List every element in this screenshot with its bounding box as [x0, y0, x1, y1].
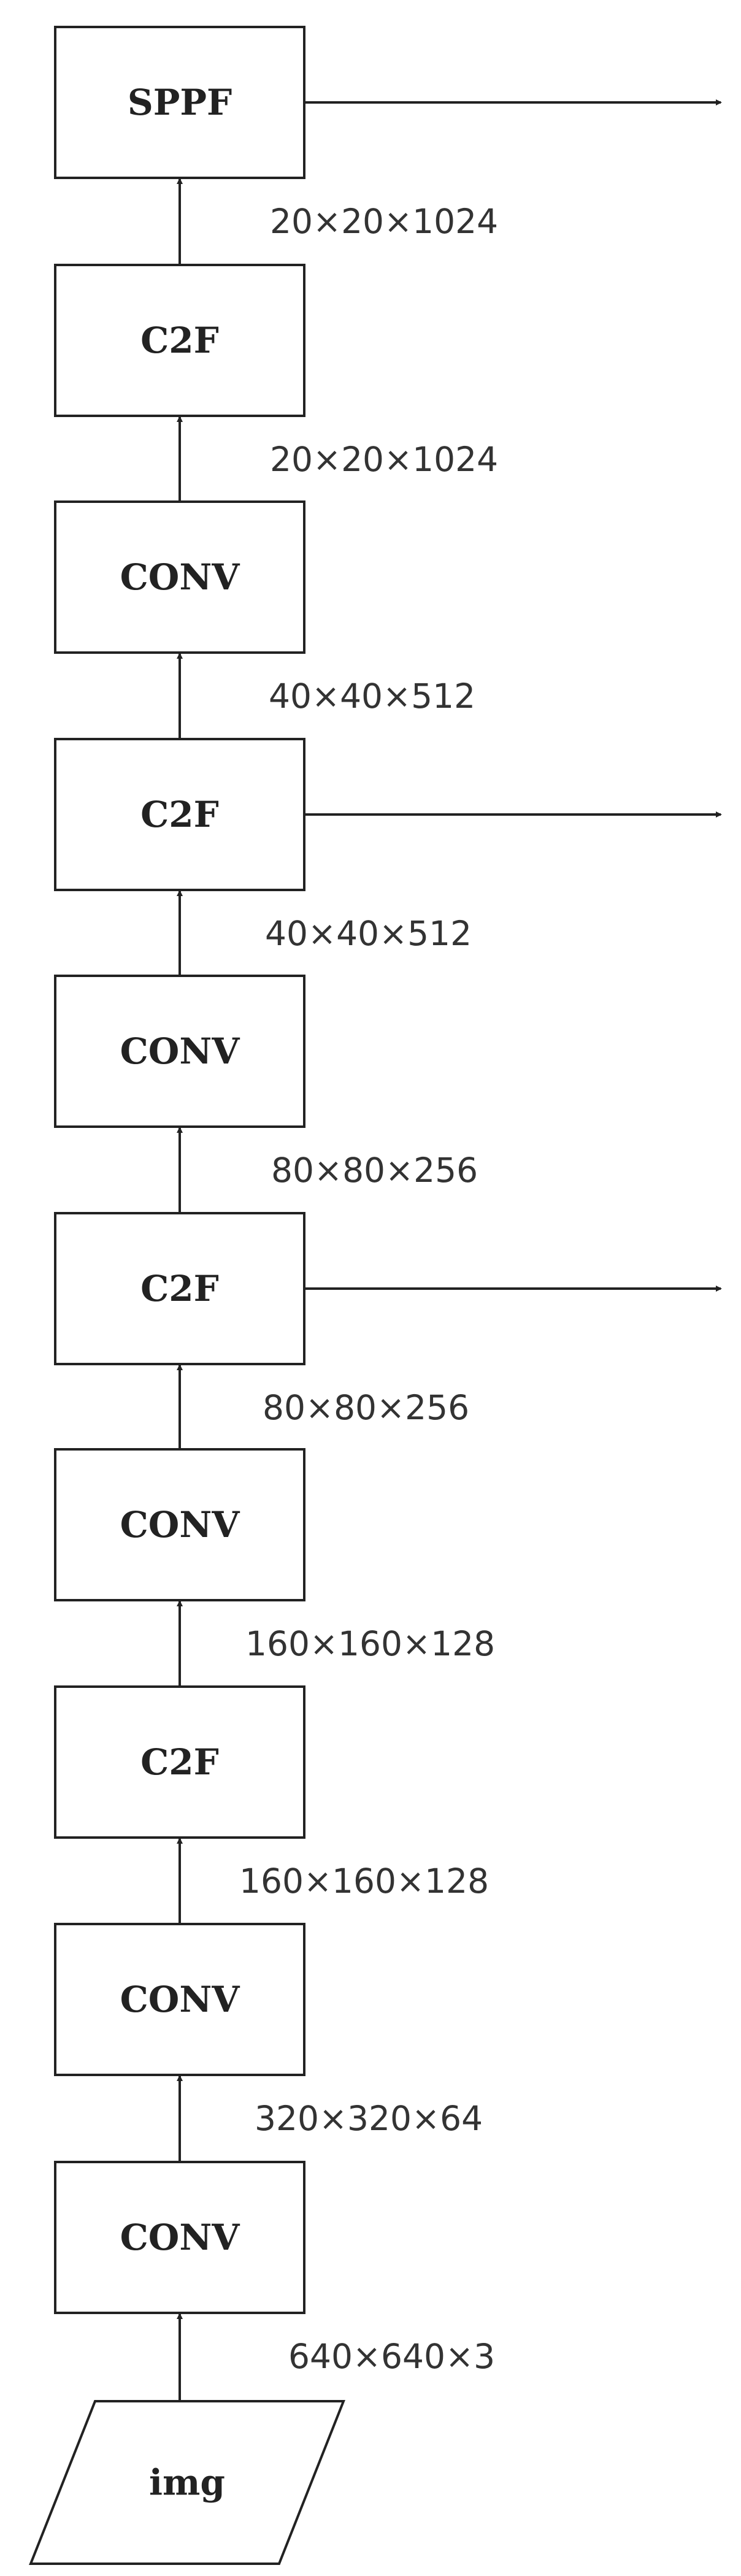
tensor-size-label: 160×160×128 — [245, 1624, 495, 1663]
block-c2f2: C2F — [54, 1212, 305, 1365]
block-label: CONV — [120, 1504, 240, 1546]
block-c2f4: C2F — [54, 264, 305, 417]
tensor-size-label: 320×320×64 — [255, 2099, 483, 2138]
block-box — [54, 500, 305, 654]
block-box — [54, 1212, 305, 1365]
input-shape — [29, 2400, 345, 2565]
block-box — [54, 1448, 305, 1601]
block-label: C2F — [140, 794, 219, 835]
input-img: img — [29, 2400, 345, 2565]
tensor-size-label: 80×80×256 — [271, 1151, 478, 1190]
block-box — [54, 975, 305, 1128]
block-conv1: CONV — [54, 2161, 305, 2314]
block-label: CONV — [120, 556, 240, 598]
block-conv3: CONV — [54, 1448, 305, 1601]
block-box — [54, 738, 305, 891]
block-conv2: CONV — [54, 1923, 305, 2076]
tensor-size-label: 640×640×3 — [288, 2337, 495, 2376]
block-conv4: CONV — [54, 975, 305, 1128]
block-label: C2F — [140, 1268, 219, 1309]
block-label: SPPF — [128, 82, 232, 123]
tensor-size-label: 40×40×512 — [265, 914, 472, 953]
block-box — [54, 1685, 305, 1839]
block-sppf: SPPF — [54, 26, 305, 179]
input-label: img — [149, 2462, 225, 2504]
block-label: C2F — [140, 1741, 219, 1783]
block-box — [54, 264, 305, 417]
block-box — [54, 2161, 305, 2314]
block-c2f1: C2F — [54, 1685, 305, 1839]
block-label: C2F — [140, 320, 219, 361]
block-conv5: CONV — [54, 500, 305, 654]
block-label: CONV — [120, 1979, 240, 2020]
tensor-size-label: 80×80×256 — [263, 1388, 469, 1427]
block-label: CONV — [120, 2217, 240, 2258]
tensor-size-label: 40×40×512 — [269, 677, 475, 716]
block-label: CONV — [120, 1030, 240, 1072]
block-c2f3: C2F — [54, 738, 305, 891]
block-box — [54, 1923, 305, 2076]
block-box — [54, 26, 305, 179]
tensor-size-label: 20×20×1024 — [270, 202, 498, 241]
tensor-size-label: 20×20×1024 — [270, 440, 498, 479]
tensor-size-label: 160×160×128 — [239, 1861, 489, 1901]
